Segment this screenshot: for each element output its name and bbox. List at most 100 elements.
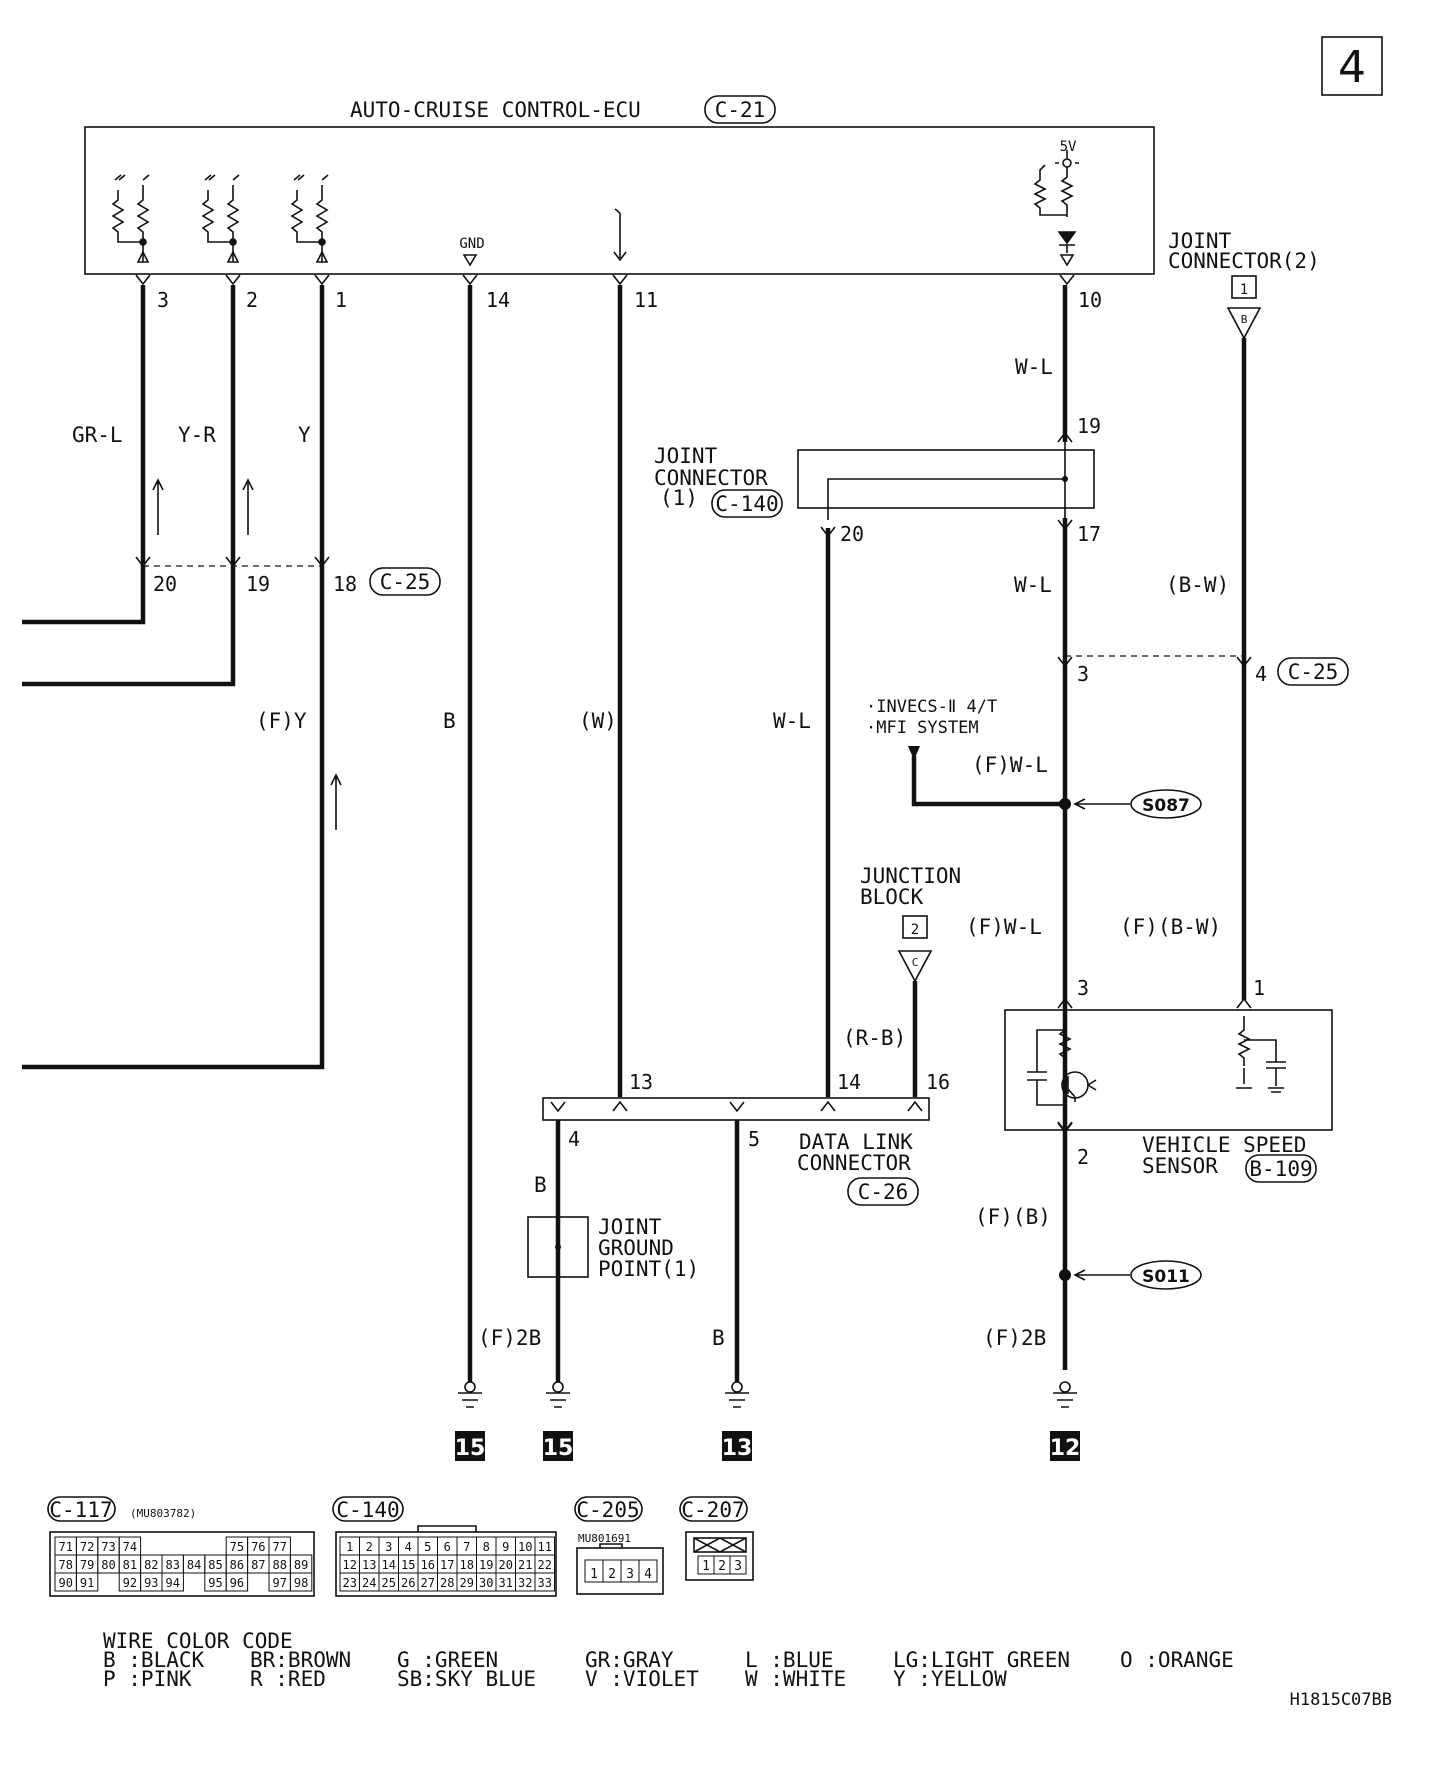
- svg-text:C: C: [912, 956, 919, 969]
- wire-label: (F)(B-W): [1120, 915, 1221, 939]
- connector-pin-number: 19: [479, 1558, 493, 1572]
- c25-pin: 19: [246, 572, 270, 596]
- connector-pin-number: 84: [187, 1558, 201, 1572]
- connector-pin-number: 32: [518, 1576, 532, 1590]
- svg-text:C-26: C-26: [858, 1180, 909, 1204]
- vss-pin: 3: [1077, 976, 1089, 1000]
- c140-pin: 17: [1077, 522, 1101, 546]
- vss-pin: 1: [1253, 976, 1265, 1000]
- gnd-label: GND: [459, 236, 484, 252]
- wire-color-code: WIRE COLOR CODE B :BLACK BR:BROWN G :GRE…: [103, 1629, 1234, 1691]
- connector-pin-number: 4: [405, 1540, 412, 1554]
- connector-pin-number: 77: [272, 1540, 286, 1554]
- connector-pin-number: 25: [382, 1576, 396, 1590]
- wire-label: B: [534, 1173, 547, 1197]
- connector-pin-number: 93: [144, 1576, 158, 1590]
- splice-s087: S087: [1073, 789, 1202, 819]
- connector-pin-cell: [75, 1572, 99, 1592]
- connector-pin-number: 2: [608, 1567, 616, 1582]
- connector-pin-number: 30: [479, 1576, 493, 1590]
- svg-text:JOINT: JOINT: [598, 1215, 662, 1239]
- connector-pin-number: 95: [208, 1576, 222, 1590]
- connector-pin-cell: [534, 1572, 555, 1592]
- svg-text:(MU803782): (MU803782): [130, 1507, 196, 1520]
- dlc-pin: 13: [629, 1070, 653, 1094]
- connector-pin-number: 78: [58, 1558, 72, 1572]
- svg-text:JUNCTION: JUNCTION: [860, 864, 961, 888]
- svg-text:S011: S011: [1142, 1267, 1190, 1287]
- connector-pin-number: 8: [483, 1540, 490, 1554]
- wire-label: (F)W-L: [972, 753, 1048, 777]
- connector-pin-number: 17: [440, 1558, 454, 1572]
- connector-pin-number: 87: [251, 1558, 265, 1572]
- left-wires: [22, 274, 1075, 1070]
- ground-ref-badge: 15: [543, 1431, 574, 1461]
- svg-text:4: 4: [1338, 42, 1366, 93]
- connector-pin-cell: [289, 1572, 313, 1592]
- ground-symbols: [458, 1381, 1077, 1408]
- ecu-pin: 11: [634, 288, 658, 312]
- connector-pin-number: 13: [362, 1558, 376, 1572]
- svg-text:BLOCK: BLOCK: [860, 885, 924, 909]
- wire-label: GR-L: [72, 423, 123, 447]
- page-badge: 4: [1321, 36, 1383, 96]
- svg-text:O :ORANGE: O :ORANGE: [1120, 1648, 1234, 1672]
- connector-pin-number: 22: [538, 1558, 552, 1572]
- connector-pin-number: 92: [123, 1576, 137, 1590]
- connector-pin-number: 82: [144, 1558, 158, 1572]
- connector-pin-number: 23: [343, 1576, 357, 1590]
- svg-text:W :WHITE: W :WHITE: [745, 1667, 846, 1691]
- connector-pin-number: 96: [230, 1576, 244, 1590]
- connector-pin-number: 12: [343, 1558, 357, 1572]
- connector-pin-number: 79: [80, 1558, 94, 1572]
- svg-text:SB:SKY BLUE: SB:SKY BLUE: [397, 1667, 536, 1691]
- connector-pin-number: 98: [294, 1576, 308, 1590]
- c25-pin: 18: [333, 572, 357, 596]
- ground-ref-badge: 13: [722, 1431, 752, 1461]
- ecu-pin: 3: [157, 288, 169, 312]
- wire-label: (F)2B: [983, 1326, 1046, 1350]
- connector-pin-number: 33: [538, 1576, 552, 1590]
- connector-pin-number: 88: [272, 1558, 286, 1572]
- joint-connector-1: JOINT CONNECTOR (1) C-140: [654, 444, 1095, 520]
- connector-pin-cell: [161, 1572, 184, 1592]
- junction-block: JUNCTION BLOCK 2 C: [860, 864, 961, 983]
- svg-text:B :BLACK: B :BLACK: [103, 1648, 205, 1672]
- connector-pin-number: 71: [58, 1540, 72, 1554]
- wire-label: (F)2B: [478, 1326, 541, 1350]
- connector-pin-number: 21: [518, 1558, 532, 1572]
- svg-text:C-117: C-117: [49, 1498, 112, 1522]
- svg-text:·INVECS-Ⅱ 4/T: ·INVECS-Ⅱ 4/T: [866, 697, 997, 717]
- c25-connector-tag-right: C-25: [1277, 657, 1349, 686]
- svg-text:15: 15: [543, 1436, 574, 1461]
- svg-text:C-140: C-140: [336, 1498, 399, 1522]
- connector-pin-number: 28: [440, 1576, 454, 1590]
- connector-pin-number: 90: [58, 1576, 72, 1590]
- connector-pin-number: 86: [230, 1558, 244, 1572]
- svg-text:B-109: B-109: [1249, 1157, 1312, 1181]
- connector-pin-number: 76: [251, 1540, 265, 1554]
- connector-pin-number: 75: [230, 1540, 244, 1554]
- connector-pin-cell: [225, 1572, 249, 1592]
- svg-text:DATA LINK: DATA LINK: [799, 1130, 913, 1154]
- connector-pin-number: 72: [80, 1540, 94, 1554]
- svg-text:C-25: C-25: [380, 570, 431, 594]
- svg-text:(1): (1): [660, 486, 698, 510]
- ecu-pin: 1: [335, 288, 347, 312]
- invecs-branch: ·INVECS-Ⅱ 4/T ·MFI SYSTEM: [866, 697, 1071, 810]
- connector-pin-number: 16: [421, 1558, 435, 1572]
- connector-pin-number: 73: [101, 1540, 115, 1554]
- svg-text:12: 12: [1050, 1436, 1081, 1461]
- svg-text:C-21: C-21: [715, 98, 766, 122]
- svg-text:S087: S087: [1142, 796, 1190, 816]
- wire-label: (F)(B): [975, 1205, 1051, 1229]
- vehicle-speed-sensor: VEHICLE SPEED SENSOR B-109: [1004, 1009, 1333, 1183]
- connector-pin-number: 15: [401, 1558, 415, 1572]
- svg-text:CONNECTOR: CONNECTOR: [654, 466, 768, 490]
- connector-pin-cell: [638, 1559, 658, 1583]
- ecu-pin: 14: [486, 288, 510, 312]
- svg-text:GROUND: GROUND: [598, 1236, 674, 1260]
